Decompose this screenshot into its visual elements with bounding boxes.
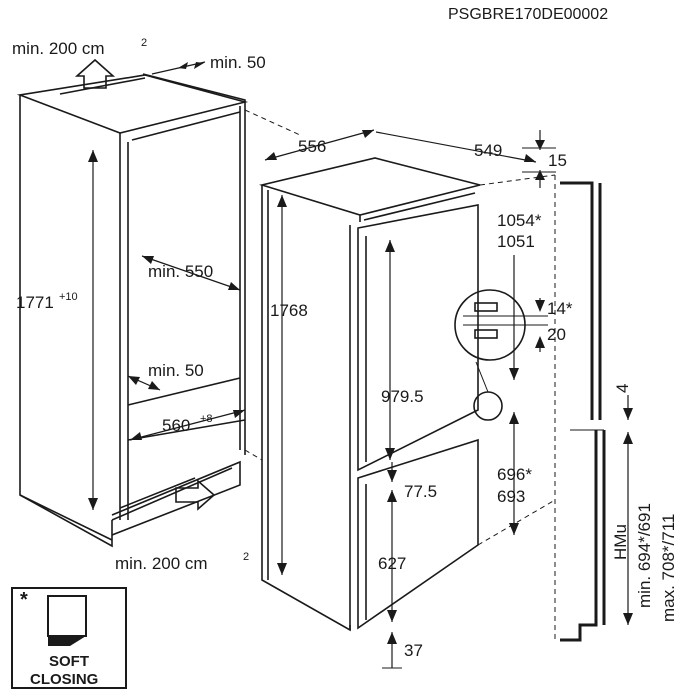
niche-height-tol: +10 [59, 291, 78, 303]
badge-line1: SOFT [49, 653, 89, 670]
niche-rear-gap-label: min. 50 [148, 361, 204, 380]
niche-depth-label: min. 50 [210, 53, 266, 72]
hinge-gap-a: 14* [547, 299, 573, 318]
lower-door-mark-a: 696* [497, 465, 532, 484]
bottom-gap-label: 37 [404, 641, 423, 660]
badge-line2: CLOSING [30, 671, 98, 688]
hmu-max-label: max. 708*/711 [659, 514, 678, 622]
freezer-door-label: 627 [378, 554, 406, 573]
vent-top-label: min. 200 cm [12, 39, 105, 58]
hmu-min-label: min. 694*/691 [635, 503, 654, 608]
niche-height-label: 1771 [16, 293, 54, 312]
vent-top-sup: 2 [141, 37, 147, 49]
vent-bottom-sup: 2 [243, 551, 249, 563]
appliance-top-gap-label: 15 [548, 151, 567, 170]
badge-asterisk: * [20, 589, 28, 611]
hinge-detail [454, 289, 526, 421]
appliance-body [258, 157, 481, 632]
document-code: PSGBRE170DE00002 [448, 6, 608, 23]
appliance-depth-label: 556 [298, 137, 326, 156]
lower-door-mark-b: 693 [497, 487, 525, 506]
soft-closing-door-icon [47, 595, 87, 646]
furniture-gap-label: 4 [613, 384, 632, 393]
appliance-height-label: 1768 [270, 301, 308, 320]
upper-door-mark-b: 1051 [497, 232, 535, 251]
door-gap-label: 77.5 [404, 482, 437, 501]
airflow-arrow-icon [74, 58, 116, 89]
appliance-width-label: 549 [474, 141, 502, 160]
fridge-door-label: 979.5 [381, 387, 424, 406]
hinge-gap-b: 20 [547, 325, 566, 344]
airflow-arrow-icon [175, 479, 216, 511]
niche-width-label: 560 [162, 416, 190, 435]
furniture-door-profile [560, 181, 606, 642]
soft-closing-badge: * SOFT CLOSING [11, 587, 127, 689]
niche-inner-depth-label: min. 550 [148, 262, 213, 281]
niche-width-tol: +8 [200, 413, 213, 425]
upper-door-mark-a: 1054* [497, 211, 542, 230]
vent-bottom-label: min. 200 cm [115, 554, 208, 573]
hmu-label: HMu [611, 524, 630, 560]
